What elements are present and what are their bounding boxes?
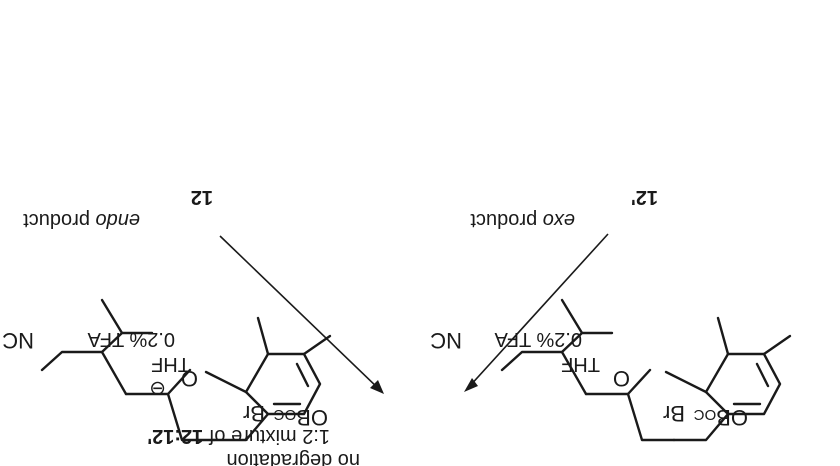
descriptor-right: exo product	[470, 209, 575, 231]
ring-bond	[166, 392, 216, 442]
bromine-label-left: Br	[243, 401, 265, 426]
chain-bond	[672, 412, 730, 442]
conditions-right-line1: 0.2% TFA	[494, 328, 582, 350]
outcome-line: 1:2 mixture of 12:12'	[147, 425, 330, 447]
ether-oxygen-left: O	[181, 366, 198, 391]
methyl-bond	[100, 298, 124, 335]
arrow-right-shaft	[467, 233, 609, 389]
chain-bond	[212, 412, 270, 442]
ring-bond	[626, 392, 676, 442]
ether-oxygen-right: O	[613, 366, 630, 391]
compound-id-right: 12'	[631, 186, 658, 208]
ring-o-bond	[204, 370, 248, 394]
bromo-bond	[716, 316, 730, 356]
nitrile-label-left: NC	[2, 328, 34, 353]
rotated-scheme: NC Br O ⊖ OBOC 12 endo product NC Br O O…	[2, 186, 792, 466]
ring-bond	[560, 350, 588, 396]
conditions-left-line1: 0.2% TFA	[87, 328, 175, 350]
bromine-label-right: Br	[663, 401, 685, 426]
ether-bond	[626, 368, 652, 396]
arrow-right-head	[464, 378, 478, 392]
descriptor-left: endo product	[23, 209, 140, 231]
ring-bond	[100, 350, 128, 396]
nitrile-label-right: NC	[430, 328, 462, 353]
conditions-right-line2: THF	[561, 353, 600, 375]
compound-12-structure	[40, 298, 332, 442]
bromo-bond	[256, 316, 270, 356]
ether-bond	[166, 368, 192, 396]
boc-label-right: OBOC	[694, 405, 748, 430]
boc-bond	[762, 334, 792, 356]
outcome-note: no degradation	[227, 449, 360, 466]
stereo-marker-left: ⊖	[149, 377, 166, 399]
aromatic-double-bond	[295, 362, 310, 388]
compound-12prime-structure	[500, 298, 792, 442]
arrow-left-shaft	[219, 235, 381, 391]
ring-o-bond	[664, 370, 708, 394]
boc-label-left: OBOC	[274, 405, 328, 430]
arrow-left-head	[370, 380, 384, 394]
boc-bond	[302, 334, 332, 356]
aromatic-double-bond	[755, 362, 770, 388]
compound-id-left: 12	[191, 186, 213, 208]
methyl-bond	[560, 298, 584, 335]
conditions-left-line2: THF	[151, 353, 190, 375]
